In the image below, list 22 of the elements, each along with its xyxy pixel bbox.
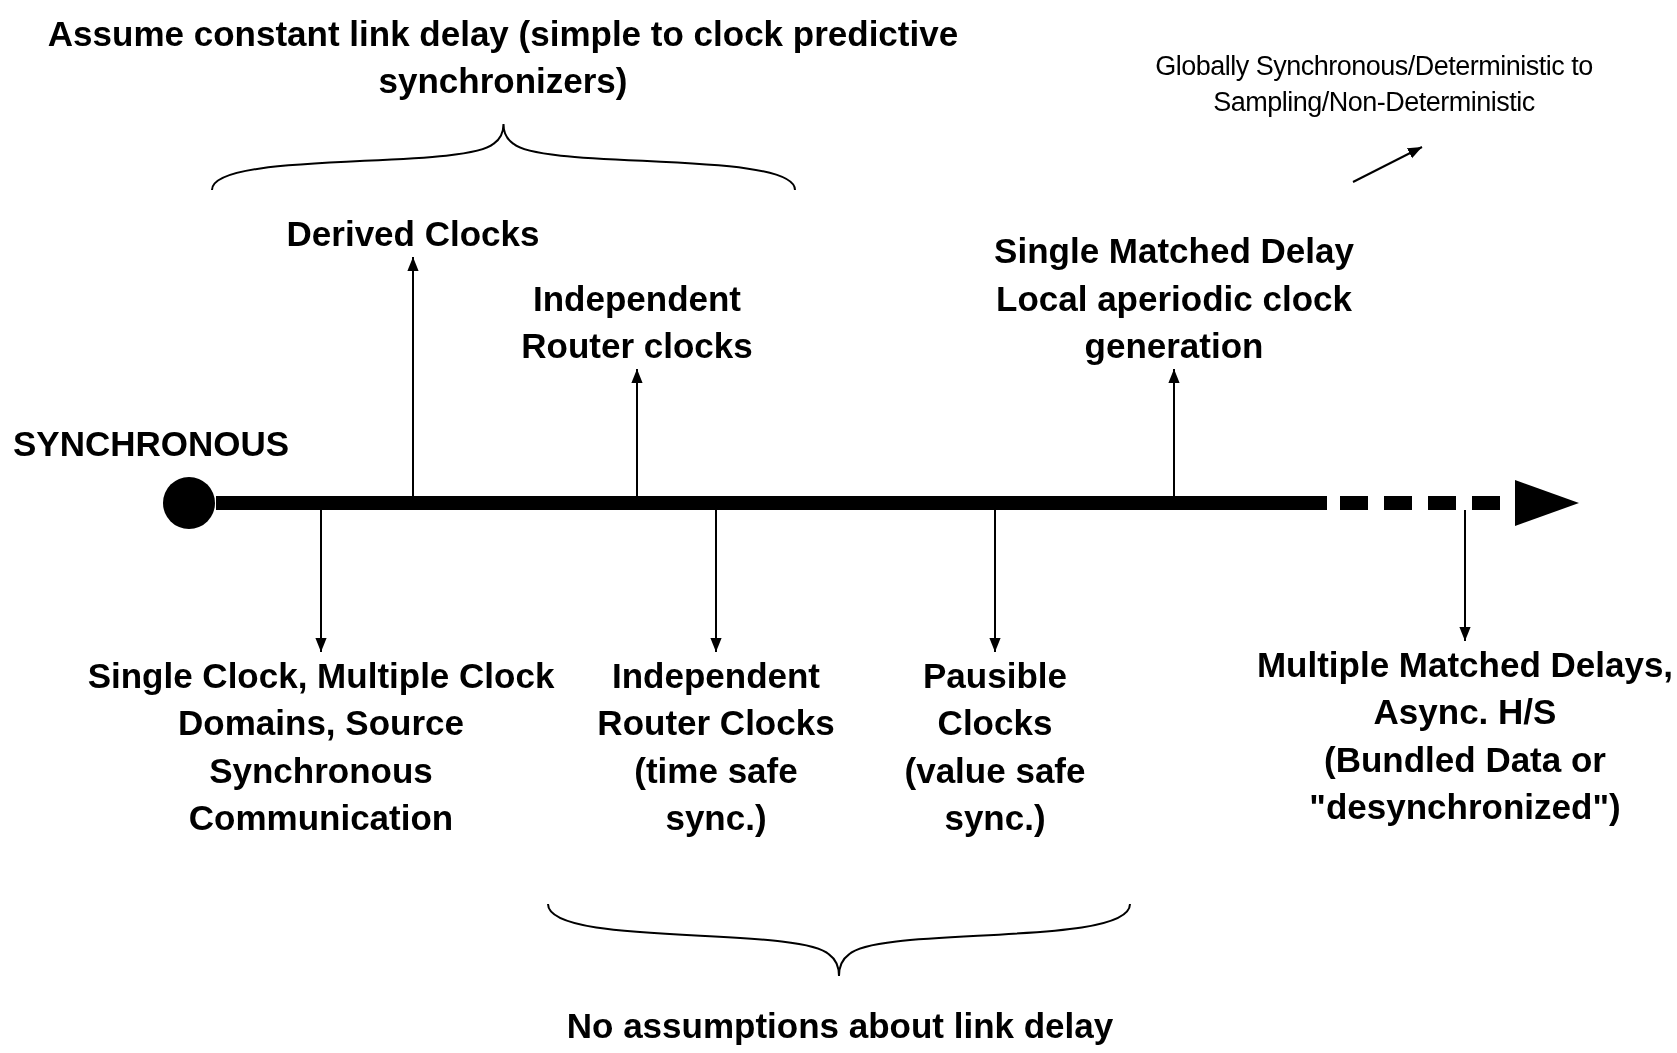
timeline-label: Multiple Matched Delays, Async. H/S <box>1255 644 1675 734</box>
arrow <box>1459 509 1471 642</box>
arrow <box>989 509 1001 653</box>
arrow <box>407 256 419 497</box>
timeline-label: Pausible Clocks <box>922 655 1068 745</box>
annotation-text: Globally Synchronous/Deterministic to Sampling/Non-Deterministic <box>1154 50 1594 120</box>
label-note: (value safe sync.) <box>903 749 1087 839</box>
timeline-label: Derived Clocks <box>233 209 593 257</box>
timeline-label: Single Matched Delay <box>993 230 1355 273</box>
start-label: SYNCHRONOUS <box>13 423 291 465</box>
arrow <box>631 368 643 497</box>
arrow <box>315 509 327 653</box>
brace-caption: Assume constant link delay (simple to clock predictive synchronizers) <box>46 13 960 103</box>
arrow <box>710 509 722 653</box>
brace-caption: No assumptions about link delay <box>565 1005 1115 1047</box>
label-note: (Bundled Data or "desynchronized") <box>1308 738 1622 828</box>
timeline-label: Independent Router clocks <box>472 274 802 369</box>
timeline-label: Single Clock, Multiple Clock Domains, Source Synchronous Communication <box>81 652 561 841</box>
timeline-label: Independent Router Clocks <box>596 655 836 745</box>
label-note: Local aperiodic clock generation <box>995 277 1353 367</box>
label-note: (time safe sync.) <box>633 749 799 839</box>
arrow <box>1168 368 1180 497</box>
